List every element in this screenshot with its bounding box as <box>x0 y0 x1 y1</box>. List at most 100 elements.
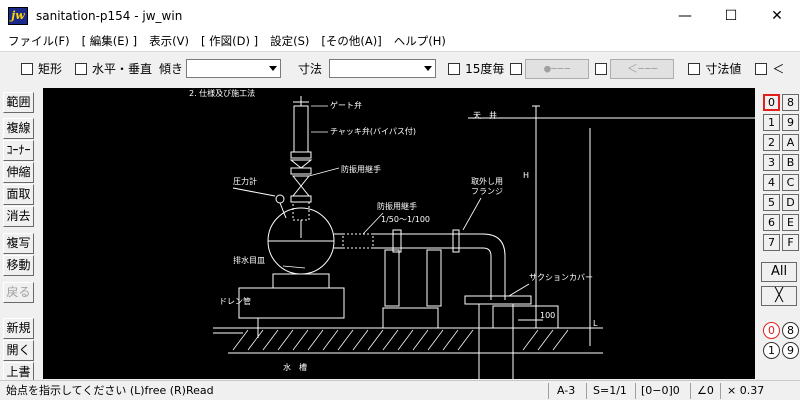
bowtie-valve <box>291 175 311 197</box>
tool-range[interactable]: 範囲 <box>3 92 34 113</box>
elbow-inner <box>482 247 492 257</box>
layer-7[interactable]: 7 <box>763 234 780 251</box>
drawing-header: 2. 仕様及び施工法 <box>189 88 255 98</box>
floor-hatching <box>232 329 569 351</box>
status-scale[interactable]: S=1/1 <box>593 384 627 397</box>
layer-f[interactable]: F <box>782 234 799 251</box>
deg15-label: 15度毎 <box>465 62 505 76</box>
layer-d[interactable]: D <box>782 194 799 211</box>
tool-move[interactable]: 移動 <box>3 255 34 276</box>
layer-e[interactable]: E <box>782 214 799 231</box>
dot-line-button[interactable]: ●−−− <box>525 58 590 79</box>
label-drain-pipe: ドレン管 <box>219 296 251 306</box>
leader-drain-pan <box>282 265 306 269</box>
menu-settings[interactable]: 設定(S) <box>270 34 310 48</box>
arrow-line-button[interactable]: ＜−−− <box>610 58 675 79</box>
gauge-leader <box>232 187 276 197</box>
menu-bar: ファイル(F) [ 編集(E) ] 表示(V) [ 作図(D) ] 設定(S) … <box>0 31 800 51</box>
label-dim-100: 100 <box>540 311 555 320</box>
arrow-checkbox[interactable] <box>595 62 608 75</box>
menu-help[interactable]: ヘルプ(H) <box>393 34 446 48</box>
layer-group-1[interactable]: 1 <box>763 342 780 359</box>
menu-draw[interactable]: [ 作図(D) ] <box>200 34 259 48</box>
chevron-down-icon <box>269 66 278 71</box>
tool-new[interactable]: 新規 <box>3 318 34 339</box>
floor-profile <box>228 305 573 329</box>
layer-4[interactable]: 4 <box>763 174 780 191</box>
tool-chamfer[interactable]: 面取 <box>3 184 34 205</box>
tool-open[interactable]: 開く <box>3 340 34 361</box>
layer-8[interactable]: 8 <box>782 94 799 111</box>
label-pressure-gauge: 圧力計 <box>233 176 257 186</box>
layer-a[interactable]: A <box>782 134 799 151</box>
hv-checkbox[interactable] <box>75 62 88 75</box>
app-icon[interactable]: jw <box>8 6 28 25</box>
status-zoom[interactable]: × 0.37 <box>727 384 765 397</box>
anti-vibration-joint-2 <box>342 233 374 249</box>
chevron-down-icon <box>424 66 433 71</box>
tool-copy[interactable]: 複写 <box>3 233 34 254</box>
layer-6[interactable]: 6 <box>763 214 780 231</box>
layer-panel: 0 8 1 9 2 A 3 B 4 C 5 D 6 E 7 F All ╳ 0 … <box>758 88 800 379</box>
layer-1[interactable]: 1 <box>763 114 780 131</box>
drawing-canvas[interactable]: 2. 仕様及び施工法 ゲート弁 チャッキ弁(バイパス付) 防振用継手 圧力計 天… <box>43 88 755 379</box>
toolbar: 矩形 水平・垂直 傾き 寸法 15度毎 ●−−− ＜−−− 寸法値 ＜ <box>0 51 800 85</box>
label-gate-valve: ゲート弁 <box>330 100 362 110</box>
minimize-button[interactable]: — <box>678 7 692 24</box>
deg15-checkbox[interactable] <box>448 62 461 75</box>
status-divider <box>635 383 636 399</box>
suction-cover <box>464 295 532 305</box>
menu-file[interactable]: ファイル(F) <box>8 34 70 48</box>
layer-3[interactable]: 3 <box>763 154 780 171</box>
dot-checkbox[interactable] <box>510 62 523 75</box>
label-ceiling: 天 井 <box>473 110 497 120</box>
status-divider <box>720 383 721 399</box>
lt-checkbox[interactable] <box>755 62 768 75</box>
layer-5[interactable]: 5 <box>763 194 780 211</box>
tilt-combo[interactable] <box>186 59 282 78</box>
menu-view[interactable]: 表示(V) <box>149 34 189 48</box>
leader-joint <box>308 167 340 177</box>
cover-leader <box>508 283 530 297</box>
tool-erase[interactable]: 消去 <box>3 206 34 227</box>
flange-2 <box>290 195 312 203</box>
leader-flange <box>462 197 482 231</box>
tool-offset[interactable]: 複線 <box>3 118 34 139</box>
layer-group-9[interactable]: 9 <box>782 342 799 359</box>
pump-pedestal <box>238 287 345 319</box>
dimval-checkbox[interactable] <box>688 62 701 75</box>
label-drain-pan: 排水目皿 <box>233 255 265 265</box>
tool-stretch[interactable]: 伸縮 <box>3 162 34 183</box>
maximize-button[interactable]: ☐ <box>724 7 738 24</box>
layer-x-button[interactable]: ╳ <box>761 286 797 306</box>
support-2 <box>426 249 442 307</box>
layer-0[interactable]: 0 <box>763 94 780 111</box>
status-message: 始点を指示してください (L)free (R)Read <box>6 384 214 397</box>
rect-checkbox[interactable] <box>21 62 33 75</box>
tool-undo[interactable]: 戻る <box>3 282 34 303</box>
menu-edit[interactable]: [ 編集(E) ] <box>81 34 138 48</box>
layer-b[interactable]: B <box>782 154 799 171</box>
status-angle[interactable]: ∠0 <box>697 384 714 397</box>
menu-other[interactable]: [その他(A)] <box>321 34 382 48</box>
tool-overwrite[interactable]: 上書 <box>3 362 34 383</box>
pump-drawing: 2. 仕様及び施工法 ゲート弁 チャッキ弁(バイパス付) 防振用継手 圧力計 天… <box>189 88 755 379</box>
status-layer[interactable]: [0−0]0 <box>641 384 680 397</box>
tool-corner[interactable]: ｺｰﾅｰ <box>3 140 34 161</box>
removal-flange <box>452 229 460 253</box>
label-check-valve: チャッキ弁(バイパス付) <box>330 126 416 136</box>
layer-all-button[interactable]: All <box>761 262 797 282</box>
status-divider <box>690 383 691 399</box>
close-button[interactable]: ✕ <box>771 7 783 24</box>
status-paper-size[interactable]: A-3 <box>557 384 576 397</box>
layer-c[interactable]: C <box>782 174 799 191</box>
lt-label: ＜ <box>772 62 785 76</box>
window-title: sanitation-p154 - jw_win <box>36 8 183 23</box>
layer-group-0[interactable]: 0 <box>763 322 780 339</box>
pressure-gauge <box>275 194 285 204</box>
layer-9[interactable]: 9 <box>782 114 799 131</box>
dim-combo[interactable] <box>329 59 437 78</box>
layer-2[interactable]: 2 <box>763 134 780 151</box>
layer-group-8[interactable]: 8 <box>782 322 799 339</box>
window-controls: — ☐ ✕ <box>662 0 800 31</box>
